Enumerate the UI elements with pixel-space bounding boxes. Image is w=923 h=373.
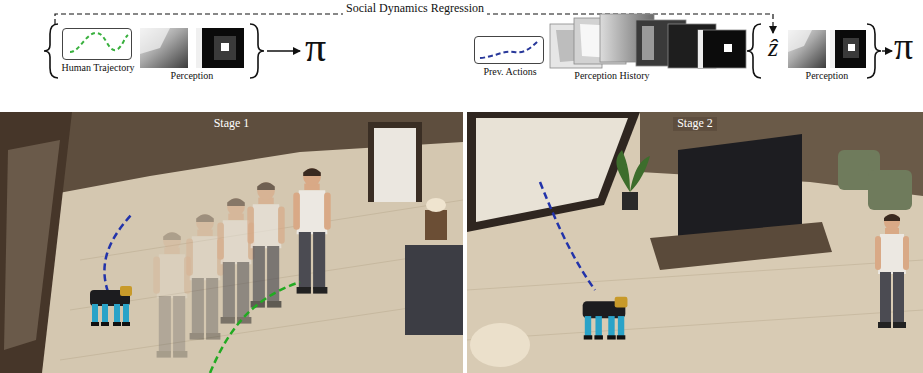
stage1-scene-part xyxy=(4,140,60,350)
perception-images-left-part xyxy=(140,28,170,54)
right-brace-part xyxy=(867,24,881,78)
perception-images-right-part xyxy=(788,30,812,52)
stage1-scene-part xyxy=(426,198,446,212)
stage2-scene-part xyxy=(470,323,530,367)
stage2-scene-part xyxy=(467,112,923,373)
stage2-scene-part xyxy=(540,182,595,290)
stage1-scene-part xyxy=(104,214,132,292)
stage1-scene-part xyxy=(90,286,132,326)
scene-panel: Stage 2 xyxy=(467,112,923,373)
stage2-scene-part xyxy=(875,214,909,328)
perception-images-right-part xyxy=(830,30,866,68)
perception-images-right-part xyxy=(788,30,826,68)
perception-images-right-part xyxy=(848,44,855,51)
stage2-scene-part xyxy=(583,297,628,340)
policy-symbol: π xyxy=(894,26,913,68)
stage-label: Stage 2 xyxy=(673,117,717,131)
perception-history-stack xyxy=(550,14,746,68)
stage2-scene-part xyxy=(622,192,638,210)
perception-images-left-part xyxy=(196,28,244,68)
stage2-scene-part-part xyxy=(467,310,923,340)
right-brace-part xyxy=(747,24,761,78)
left-arrow xyxy=(267,51,300,52)
scene-panel: Stage 1 xyxy=(0,112,463,373)
stage1-scene-part xyxy=(374,128,416,202)
perception-images-right-part xyxy=(830,30,835,68)
left-brace-part xyxy=(44,24,58,78)
stage1-scene-part xyxy=(368,122,422,202)
right-brace xyxy=(747,24,881,78)
input-label: Prev. Actions xyxy=(481,66,538,78)
right-arrow xyxy=(882,51,892,52)
human-trajectory-curve xyxy=(70,33,128,52)
perception-history-stack-part xyxy=(698,30,703,68)
stage2-scene-part xyxy=(616,150,650,192)
perception-images-left-part xyxy=(214,36,236,60)
left-brace-part xyxy=(250,24,264,78)
panel-gap xyxy=(463,112,467,373)
stage1-scene-part xyxy=(425,210,447,240)
stage1-scene-part xyxy=(247,182,284,307)
input-box: Prev. Actions xyxy=(474,36,544,64)
perception-history-stack-part xyxy=(724,44,732,52)
perception-label: Perception xyxy=(171,70,214,81)
stage1-scene-part xyxy=(153,232,190,357)
perception-images-right xyxy=(788,30,866,68)
stage2-scene-part xyxy=(678,134,802,238)
stage2-scene-part-part xyxy=(467,260,923,290)
stage1-scene-part xyxy=(0,112,463,373)
stage2-scene-part xyxy=(868,170,912,210)
stage1-scene-part xyxy=(293,168,330,293)
panel-gap-part xyxy=(463,112,467,373)
perception-images-left-part xyxy=(140,28,188,68)
top-band xyxy=(0,0,923,112)
prev-actions-curve-part xyxy=(480,41,538,58)
input-box: Human Trajectory xyxy=(62,28,132,60)
stage1-scene-part xyxy=(0,112,72,373)
stage2-scene xyxy=(467,112,923,373)
stage2-scene-part xyxy=(650,222,832,270)
human-trajectory-curve-part xyxy=(70,33,128,52)
stage2-scene-part xyxy=(476,118,628,222)
left-brace xyxy=(44,24,264,78)
perception-history-stack-part xyxy=(642,26,654,60)
perception-history-stack-part xyxy=(698,30,746,68)
stage1-scene-part xyxy=(210,282,300,373)
right-arrow-part xyxy=(882,50,892,51)
perception-images-right-part xyxy=(843,38,859,58)
stage1-scene xyxy=(0,112,463,373)
prev-actions-curve xyxy=(480,41,538,58)
stage1-scene-part xyxy=(405,245,463,335)
regression-label: Social Dynamics Regression xyxy=(343,2,487,15)
perception-images-left xyxy=(140,28,244,68)
stage1-scene-part-part xyxy=(60,300,463,360)
perception-images-left-part xyxy=(196,28,202,68)
latent-symbol: ẑ xyxy=(768,34,778,63)
perception-history-label: Perception History xyxy=(571,70,652,81)
stage2-scene-part xyxy=(467,260,923,340)
stage-label: Stage 1 xyxy=(210,117,254,131)
policy-symbol: π xyxy=(305,24,326,70)
top-band-part xyxy=(0,0,923,112)
perception-images-left-part xyxy=(221,43,229,51)
perception-label: Perception xyxy=(806,70,849,81)
input-label: Human Trajectory xyxy=(59,62,136,74)
left-arrow-part xyxy=(267,50,300,51)
